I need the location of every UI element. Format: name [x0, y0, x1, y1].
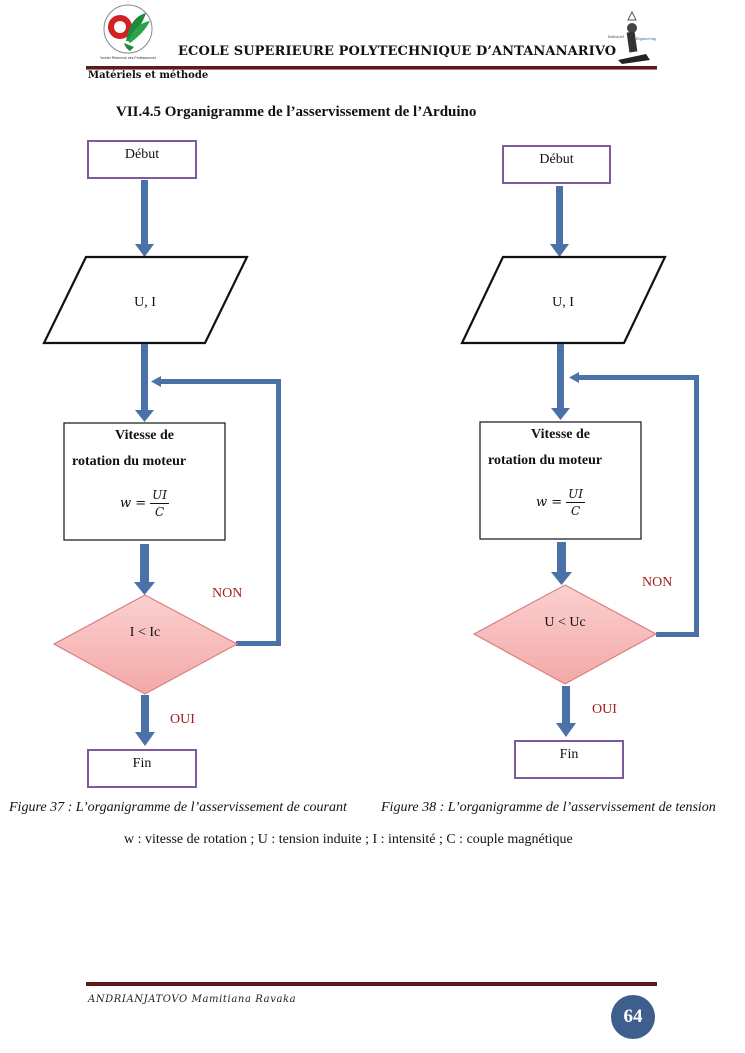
svg-text:Industrial: Industrial — [607, 34, 625, 39]
process-box — [479, 421, 642, 540]
figure-37-caption: Figure 37 : L’organigramme de l’asservis… — [9, 800, 347, 815]
decision-label: U < Uc — [544, 615, 586, 630]
end-label: Fin — [132, 756, 152, 771]
decision-label: I < Ic — [129, 625, 161, 640]
end-label: Fin — [559, 747, 579, 762]
formula-numerator: UI — [566, 487, 585, 503]
process-line1: Vitesse de — [115, 428, 174, 443]
end-box — [514, 740, 624, 779]
input-parallelogram — [42, 255, 249, 345]
arrow-process-to-decision — [134, 544, 155, 595]
start-box — [502, 145, 611, 184]
decision-diamond — [52, 594, 239, 695]
no-branch-label: NON — [642, 575, 673, 590]
decision-diamond — [472, 584, 658, 685]
input-label: U, I — [552, 295, 574, 310]
svg-text:Premier Réservoir des Professi: Premier Réservoir des Professionnels — [100, 56, 156, 60]
arrow-start-to-input — [550, 186, 569, 257]
figure-38-caption: Figure 38 : L’organigramme de l’asservis… — [381, 800, 716, 815]
author-name: ANDRIANJATOVO Mamitiana Ravaka — [88, 994, 297, 1005]
feedback-loop-arrow — [569, 372, 699, 637]
arrow-decision-to-end — [135, 695, 155, 746]
arrow-input-to-process — [551, 344, 570, 420]
formula-denominator: C — [570, 504, 581, 518]
industrial-engineering-logo: Industrial Engineering — [604, 8, 656, 66]
process-line2: rotation du moteur — [72, 454, 187, 469]
arrow-decision-to-end — [556, 686, 576, 737]
header-rule — [86, 66, 657, 69]
institution-name: ECOLE SUPERIEURE POLYTECHNIQUE D’ANTANAN… — [178, 44, 617, 59]
section-title: VII.4.5 Organigramme de l’asservissement… — [116, 104, 477, 120]
yes-branch-label: OUI — [170, 712, 195, 727]
arrow-input-to-process — [135, 344, 154, 422]
yes-branch-label: OUI — [592, 702, 617, 717]
input-parallelogram — [460, 255, 667, 345]
feedback-loop-arrow — [151, 376, 281, 646]
footer-rule — [86, 982, 657, 986]
input-label: U, I — [134, 295, 156, 310]
arrow-start-to-input — [135, 180, 154, 257]
arrow-process-to-decision — [551, 542, 572, 585]
page-number-badge: 64 — [611, 995, 655, 1039]
start-box — [87, 140, 197, 179]
school-emblem-logo: Premier Réservoir des Professionnels — [99, 3, 158, 61]
section-header: Matériels et méthode — [88, 70, 209, 81]
flowchart-tension — [460, 145, 699, 779]
start-label: Début — [124, 147, 160, 162]
process-line1: Vitesse de — [531, 427, 590, 442]
variable-legend: w : vitesse de rotation ; U : tension in… — [124, 832, 573, 847]
flowchart-courant — [42, 140, 281, 788]
start-label: Début — [539, 152, 574, 167]
formula-lhs: w = — [535, 495, 563, 511]
formula-numerator: UI — [150, 488, 169, 504]
formula-lhs: w = — [119, 496, 147, 512]
process-line2: rotation du moteur — [488, 453, 603, 468]
end-box — [87, 749, 197, 788]
no-branch-label: NON — [212, 586, 243, 601]
svg-text:Engineering: Engineering — [635, 36, 656, 41]
process-box — [63, 422, 226, 541]
formula-denominator: C — [154, 505, 165, 519]
header-rule-shadow — [86, 69, 657, 70]
